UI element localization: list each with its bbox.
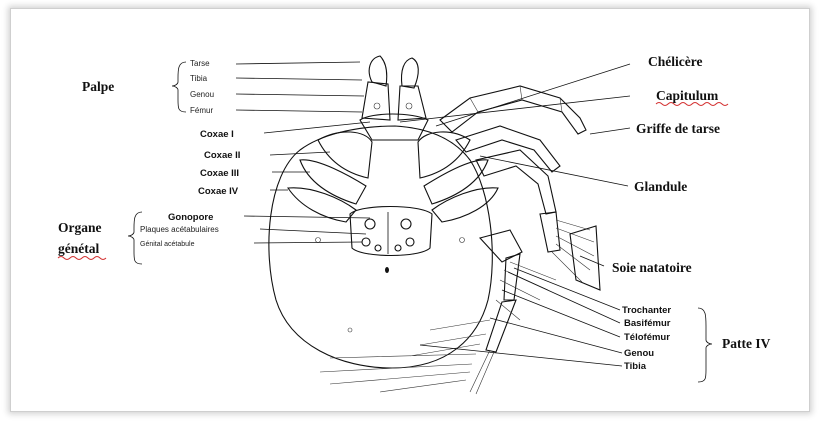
palpe-tarse-label: Tarse (190, 59, 210, 68)
patte-iv-label: Patte IV (722, 336, 771, 351)
coxae-3-label: Coxae III (200, 168, 239, 179)
plaques-acetabulaires-label: Plaques acétabulaires (140, 225, 219, 234)
palpe-label: Palpe (82, 79, 114, 94)
palpe-femur-label: Fémur (190, 106, 213, 115)
coxae-4-label: Coxae IV (198, 186, 239, 197)
capitulum-label: Capitulum (656, 88, 719, 103)
patte-tibia-label: Tibia (624, 361, 647, 372)
chelicere-label: Chélicère (648, 54, 702, 69)
organe-label: Organe (58, 220, 102, 235)
gonopore-label: Gonopore (168, 212, 213, 223)
telofemur-label: Télofémur (624, 332, 670, 343)
genital-acetabule-label: Génital acétabule (140, 241, 195, 248)
coxae-1-label: Coxae I (200, 129, 234, 140)
soie-natatoire-label: Soie natatoire (612, 260, 692, 275)
glandule-label: Glandule (634, 179, 687, 194)
trochanter-label: Trochanter (622, 305, 671, 316)
patte-genou-label: Genou (624, 348, 654, 359)
coxae-2-label: Coxae II (204, 150, 240, 161)
basifemur-label: Basifémur (624, 318, 671, 329)
palpe-tibia-label: Tibia (190, 74, 208, 83)
griffe-de-tarse-label: Griffe de tarse (636, 121, 720, 136)
palpe-genou-label: Genou (190, 90, 214, 99)
genital-label: génétal (58, 241, 99, 256)
